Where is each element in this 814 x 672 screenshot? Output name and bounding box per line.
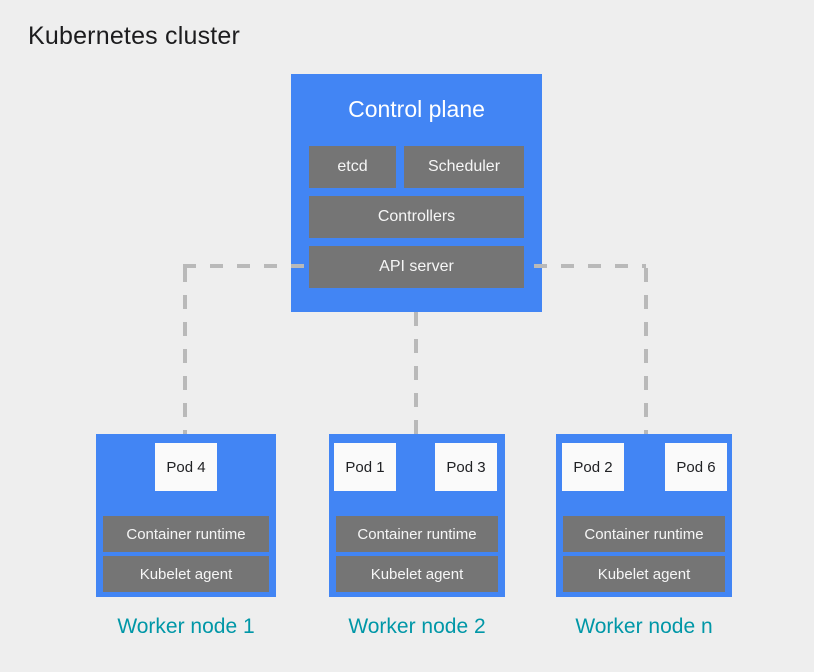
container-runtime-box: Container runtime (103, 516, 269, 552)
worker-node-2-label: Worker node 2 (348, 615, 486, 638)
api-server-box: API server (309, 246, 524, 288)
pod-box: Pod 1 (334, 443, 396, 491)
worker-node-2-box: Pod 1 Pod 3 Container runtime Kubelet ag… (329, 434, 505, 597)
container-runtime-box: Container runtime (563, 516, 725, 552)
worker-node-1-label: Worker node 1 (117, 615, 255, 638)
worker-node-n-box: Pod 2 Pod 6 Container runtime Kubelet ag… (556, 434, 732, 597)
worker-node-1-box: Pod 4 Container runtime Kubelet agent (96, 434, 276, 597)
pod-box: Pod 4 (155, 443, 217, 491)
worker-node-n-label: Worker node n (575, 615, 713, 638)
connector-to-worker-node-2 (414, 312, 418, 434)
pod-box: Pod 3 (435, 443, 497, 491)
kubelet-agent-box: Kubelet agent (103, 556, 269, 592)
scheduler-box: Scheduler (404, 146, 524, 188)
connector-to-worker-node-n (644, 268, 648, 434)
etcd-box: etcd (309, 146, 396, 188)
pod-box: Pod 6 (665, 443, 727, 491)
kubelet-agent-box: Kubelet agent (336, 556, 498, 592)
connector-to-worker-node-1 (183, 268, 187, 434)
container-runtime-box: Container runtime (336, 516, 498, 552)
diagram-title: Kubernetes cluster (28, 22, 241, 50)
pod-box: Pod 2 (562, 443, 624, 491)
controllers-box: Controllers (309, 196, 524, 238)
control-plane-title: Control plane (348, 96, 485, 122)
kubelet-agent-box: Kubelet agent (563, 556, 725, 592)
